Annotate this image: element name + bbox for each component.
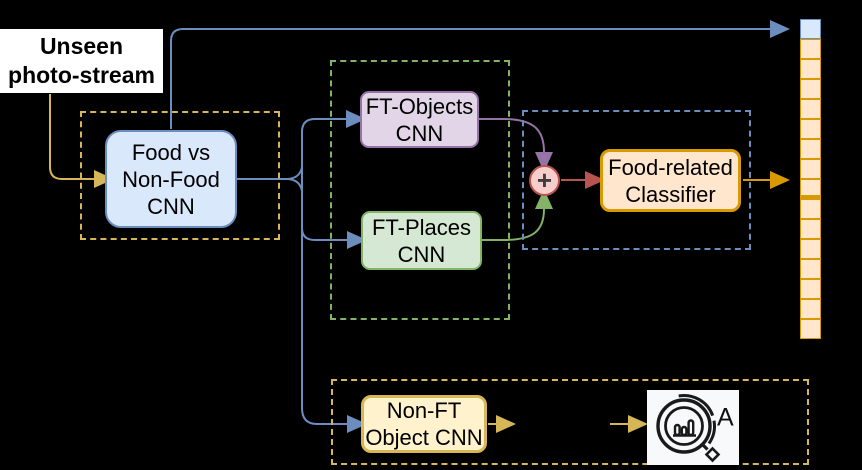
stream-cell-frame: [800, 139, 821, 159]
photo-stream-strip: [800, 19, 821, 339]
stream-cell-frame: [800, 59, 821, 79]
stream-cell-query: [800, 19, 821, 39]
fusion-classifier-group-frame: [522, 110, 751, 250]
stream-cell-frame: [800, 219, 821, 239]
stream-cell-frame: [800, 239, 821, 259]
node-non-ft-object-cnn: Non-FT Object CNN: [361, 395, 487, 453]
food-detection-group-frame: [80, 111, 280, 240]
node-ft-places-cnn: FT-Places CNN: [361, 211, 482, 270]
stream-cell-frame: [800, 99, 821, 119]
analysis-letter: A: [717, 404, 734, 432]
edge-branch-curl-up: [287, 166, 303, 180]
stream-cell-frame: [800, 79, 821, 99]
analytics-magnifier-icon: A: [656, 394, 734, 463]
unseen-photostream-label: Unseen photo-stream: [0, 29, 163, 93]
stream-cell-frame: [800, 159, 821, 179]
stream-cell-frame: [800, 199, 821, 219]
stream-cell-frame: [800, 119, 821, 139]
edge-branch-curl-down: [287, 178, 303, 192]
stream-cell-frame: [800, 299, 821, 319]
stream-cell-frame: [800, 319, 821, 339]
stream-cell-frame: [800, 39, 821, 59]
node-ft-objects-cnn: FT-Objects CNN: [360, 91, 479, 148]
sum-node: +: [529, 165, 560, 196]
fine-tuned-cnn-group-frame: [330, 60, 510, 320]
analysis-icon-tile: A: [647, 390, 739, 465]
stream-cell-frame: [800, 259, 821, 279]
stream-cell-frame: [800, 179, 821, 199]
stream-cell-frame: [800, 279, 821, 299]
node-food-related-classifier: Food-related Classifier: [600, 149, 741, 212]
non-food-analysis-group-frame: [331, 379, 809, 465]
node-food-vs-nonfood-cnn: Food vs Non-Food CNN: [105, 130, 237, 228]
